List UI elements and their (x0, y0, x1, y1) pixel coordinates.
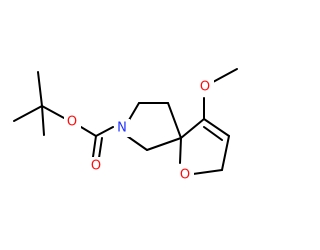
ring-oxygen-atom-label: O (180, 168, 190, 183)
bond-carbonyl-double-a (92, 135, 97, 158)
carbonyl-oxygen-atom-label: O (91, 159, 101, 174)
chemical-structure-canvas: N O O O O (13, 68, 238, 184)
bond-ring-oxygen-to-spiro (179, 137, 182, 164)
bond-ester-oxygen-to-carbonyl-carbon (80, 126, 97, 137)
bond-vinyl-to-ch2 (221, 135, 230, 171)
bond-methoxy-oxygen-to-methyl (212, 68, 238, 83)
ester-oxygen-atom-label: O (67, 115, 77, 130)
bond-spiro-to-ring-ch2-bottom (146, 137, 182, 151)
nitrogen-label-mask (114, 119, 130, 137)
bond-enol-double-b (203, 126, 223, 141)
bond-tbu-methyl-top (37, 71, 43, 107)
bond-ch2-to-ring-oxygen (192, 169, 223, 175)
methoxy-oxygen-label-mask (197, 78, 214, 96)
ring-oxygen-label-mask (177, 166, 194, 184)
bond-nitrogen-to-ring-ch2-top (128, 102, 140, 121)
nitrogen-atom-label: N (117, 121, 127, 136)
bond-ring-ch2-right-to-spiro (167, 102, 182, 139)
carbonyl-oxygen-label-mask (88, 157, 105, 175)
bond-carbonyl-to-nitrogen (95, 126, 114, 137)
molecule-diagram: N O O O O (13, 68, 238, 184)
bond-tbu-methyl-bottom (41, 105, 45, 136)
bond-tbu-methyl-left (13, 105, 43, 122)
bond-ring-ch2-bottom-to-nitrogen (126, 135, 148, 151)
ester-oxygen-label-mask (64, 113, 81, 131)
methoxy-oxygen-atom-label: O (200, 80, 210, 95)
bond-carbonyl-double-b (98, 137, 103, 159)
bond-tbu-to-ester-oxygen (41, 105, 65, 119)
bond-enol-double-a (203, 118, 230, 137)
bond-spiro-to-enol-carbon (180, 118, 205, 139)
